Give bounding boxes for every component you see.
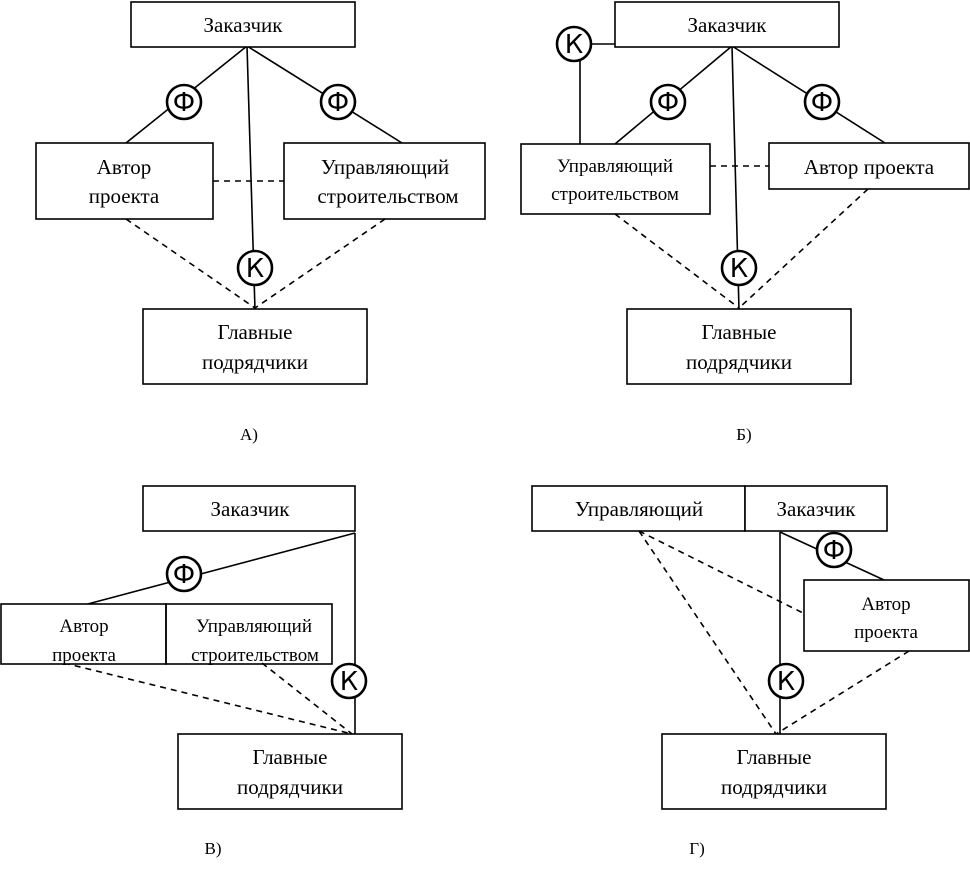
- customer-label-g: Заказчик: [777, 497, 857, 521]
- svg-text:Ф: Ф: [327, 88, 349, 118]
- customer-box-g: Заказчик: [744, 485, 888, 532]
- author-label-line1-g: Автор: [861, 594, 910, 615]
- customer-box-b: Заказчик: [614, 1, 840, 48]
- scheme-g: Управляющий Заказчик Автор проекта Главн…: [531, 485, 970, 858]
- customer-label-a: Заказчик: [204, 13, 284, 37]
- svg-text:Ф: Ф: [823, 536, 845, 566]
- contractors-label-line2-g: подрядчики: [721, 775, 827, 799]
- scheme-v: Заказчик Автор проекта Управляющий строи…: [0, 485, 403, 858]
- f-symbol-left-b: Ф: [649, 83, 687, 121]
- contractors-box-a: Главные подрядчики: [142, 308, 368, 385]
- manager-box-a: Управляющий строительством: [283, 142, 486, 220]
- k-symbol-v: К: [330, 662, 368, 700]
- dash-author-contractors-b: [738, 188, 869, 309]
- author-label-line2-a: проекта: [89, 184, 160, 208]
- author-box-g: Автор проекта: [803, 579, 970, 652]
- contractors-label-line1-g: Главные: [737, 745, 812, 769]
- author-label-line2-g: проекта: [854, 622, 918, 643]
- line-customer-manager-k-b: [579, 43, 615, 144]
- svg-text:К: К: [565, 30, 583, 60]
- k-symbol-top-b: К: [555, 25, 593, 63]
- f-symbol-left-a: Ф: [165, 83, 203, 121]
- dash-author-contractors-a: [125, 218, 256, 309]
- svg-text:Ф: Ф: [173, 560, 195, 590]
- author-label-b: Автор проекта: [804, 155, 935, 179]
- contractors-label-line1-a: Главные: [218, 320, 293, 344]
- author-label-line1-v: Автор: [59, 616, 108, 637]
- svg-text:Ф: Ф: [811, 88, 833, 118]
- svg-text:К: К: [730, 254, 748, 284]
- manager-box-b: Управляющий строительством: [520, 143, 711, 215]
- dash-manager-contractors-v: [261, 662, 353, 735]
- customer-box-a: Заказчик: [130, 1, 356, 48]
- author-box-b: Автор проекта: [768, 142, 970, 190]
- contractors-label-line2-b: подрядчики: [686, 350, 792, 374]
- contractors-label-line1-b: Главные: [702, 320, 777, 344]
- f-symbol-right-a: Ф: [319, 83, 357, 121]
- customer-label-v: Заказчик: [211, 497, 291, 521]
- dash-author-contractors-v: [63, 662, 353, 735]
- customer-label-b: Заказчик: [688, 13, 768, 37]
- contractors-label-line1-v: Главные: [253, 745, 328, 769]
- dash-manager-contractors-g: [638, 530, 777, 735]
- contractors-box-b: Главные подрядчики: [626, 308, 852, 385]
- manager-label-line1-a: Управляющий: [321, 155, 449, 179]
- manager-label-g: Управляющий: [575, 497, 703, 521]
- caption-a: А): [240, 425, 258, 444]
- author-box-a: Автор проекта: [35, 142, 214, 220]
- f-symbol-v: Ф: [165, 555, 203, 593]
- contractors-label-line2-v: подрядчики: [237, 775, 343, 799]
- k-symbol-bottom-b: К: [720, 249, 758, 287]
- svg-text:К: К: [246, 254, 264, 284]
- svg-text:К: К: [340, 667, 358, 697]
- dash-author-contractors-g: [775, 650, 910, 735]
- f-symbol-g: Ф: [815, 531, 853, 569]
- f-symbol-right-b: Ф: [803, 83, 841, 121]
- k-symbol-g: К: [767, 662, 805, 700]
- line-customer-author-v: [83, 532, 356, 606]
- scheme-b: Заказчик Управляющий строительством Авто…: [520, 1, 970, 444]
- manager-label-line2-a: строительством: [317, 184, 458, 208]
- manager-label-line1-v: Управляющий: [196, 616, 312, 637]
- contractors-box-g: Главные подрядчики: [661, 733, 887, 810]
- manager-box-v: Управляющий строительством: [165, 603, 333, 666]
- dash-manager-contractors-b: [614, 213, 740, 309]
- manager-label-line1-b: Управляющий: [557, 156, 673, 177]
- caption-b: Б): [736, 425, 751, 444]
- manager-box-g: Управляющий: [531, 485, 746, 532]
- scheme-a: Заказчик Автор проекта Управляющий строи…: [35, 1, 486, 444]
- svg-text:Ф: Ф: [657, 88, 679, 118]
- author-box-v: Автор проекта: [0, 603, 167, 666]
- manager-label-line2-b: строительством: [551, 184, 679, 205]
- k-symbol-a: К: [236, 249, 274, 287]
- dash-manager-contractors-a: [254, 218, 386, 309]
- customer-box-v: Заказчик: [142, 485, 356, 532]
- manager-label-line2-v: строительством: [191, 645, 319, 666]
- author-label-line1-a: Автор: [97, 155, 151, 179]
- dash-manager-author-g: [638, 530, 806, 615]
- svg-text:Ф: Ф: [173, 88, 195, 118]
- caption-g: Г): [689, 839, 705, 858]
- svg-text:К: К: [777, 667, 795, 697]
- caption-v: В): [205, 839, 222, 858]
- contractors-label-line2-a: подрядчики: [202, 350, 308, 374]
- contractors-box-v: Главные подрядчики: [177, 733, 403, 810]
- author-label-line2-v: проекта: [52, 645, 116, 666]
